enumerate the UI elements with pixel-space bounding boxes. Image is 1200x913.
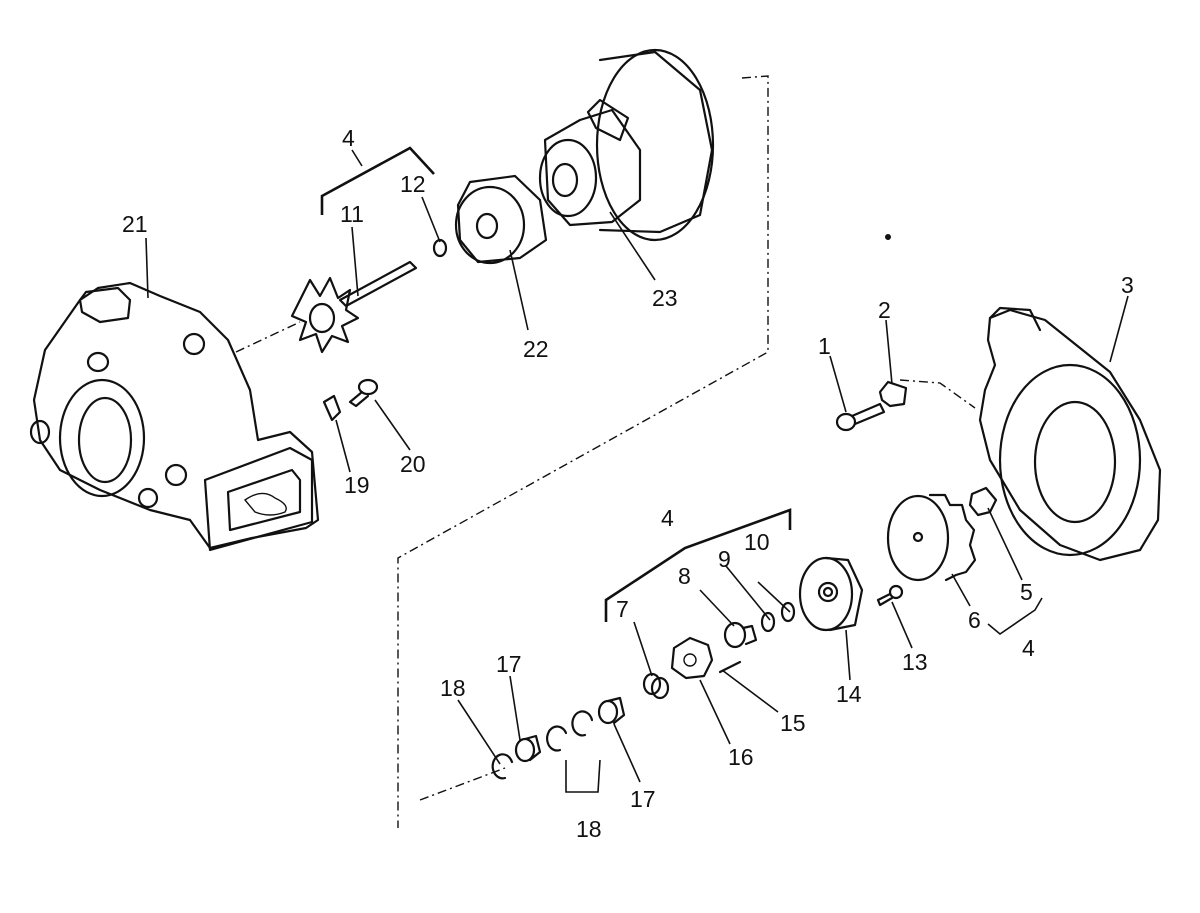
- thrust-bearing-16: [670, 636, 714, 680]
- callout-10: 10: [744, 529, 770, 555]
- bracket-4-bottom: [987, 597, 1043, 636]
- ring-10: [780, 601, 796, 623]
- callout-11: 11: [340, 201, 364, 227]
- axis-line-bolt: [899, 379, 976, 409]
- turbine-wheel-shaft-11: [290, 260, 418, 354]
- callout-21: 21: [122, 211, 148, 237]
- axis-line-upper: [235, 321, 301, 353]
- callout-22: 22: [523, 336, 549, 362]
- center-housing-23: [538, 48, 715, 242]
- screw-13: [876, 584, 904, 607]
- callout-4-mid: 4: [661, 505, 674, 531]
- callout-4-bottom: 4: [1022, 635, 1035, 661]
- flinger-8: [723, 621, 758, 649]
- compressor-wheel-6: [886, 493, 977, 582]
- callout-20: 20: [400, 451, 426, 477]
- compressor-housing-3: [978, 306, 1162, 562]
- snap-ring-18-b: [546, 725, 568, 752]
- stray-dot: [885, 234, 891, 240]
- callout-8: 8: [678, 563, 691, 589]
- callout-labels: 4 12 11 21 23 22 20 19 3 2 1 4 10 9 8 7 …: [122, 125, 1134, 842]
- callout-5: 5: [1020, 579, 1033, 605]
- bolt-1: [835, 402, 886, 432]
- callout-23: 23: [652, 285, 678, 311]
- bearing-17-left: [514, 734, 542, 763]
- callout-1: 1: [818, 333, 831, 359]
- callout-13: 13: [902, 649, 928, 675]
- callout-18-left: 18: [440, 675, 466, 701]
- callout-9: 9: [718, 546, 731, 572]
- bracket-4-top: [320, 146, 435, 215]
- bracket-4-mid: [604, 508, 792, 622]
- bearing-17-right: [597, 696, 626, 725]
- thrust-collar-7: [642, 672, 670, 700]
- ring-9: [760, 611, 776, 633]
- callout-17-left: 17: [496, 651, 522, 677]
- lock-plate-19: [322, 394, 342, 422]
- bracket-18-bottom: [565, 759, 601, 793]
- callout-18-bottom: 18: [576, 816, 602, 842]
- callout-3: 3: [1121, 272, 1134, 298]
- callout-19: 19: [344, 472, 370, 498]
- callout-12: 12: [400, 171, 426, 197]
- nut-5: [968, 486, 998, 517]
- seal-ring-12: [432, 238, 448, 258]
- snap-ring-18-c: [491, 753, 514, 780]
- callout-4-top: 4: [342, 125, 355, 151]
- leader-lines: [145, 149, 1129, 783]
- heat-shield-22: [454, 174, 548, 265]
- bolt-20: [348, 378, 379, 408]
- clamp-plate-2: [878, 380, 908, 408]
- callout-7: 7: [616, 596, 629, 622]
- callout-6: 6: [968, 607, 981, 633]
- callout-17-right: 17: [630, 786, 656, 812]
- boundary-dash-line: [397, 75, 769, 828]
- callout-16: 16: [728, 744, 754, 770]
- callout-14: 14: [836, 681, 862, 707]
- snap-ring-18-a: [571, 710, 594, 737]
- callout-2: 2: [878, 297, 891, 323]
- insert-plate-14: [798, 556, 864, 632]
- axis-line-lower: [419, 767, 506, 801]
- turbine-housing-21: [29, 281, 320, 552]
- callout-15: 15: [780, 710, 806, 736]
